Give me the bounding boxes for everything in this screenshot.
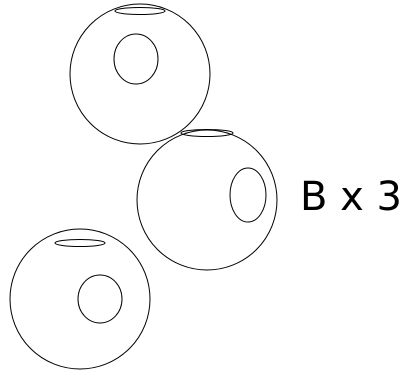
- part-quantity-label: B x 3: [300, 174, 402, 220]
- bead-2-side-hole: [229, 167, 267, 223]
- bead-2: [136, 129, 278, 271]
- bead-1-side-hole: [113, 33, 159, 85]
- bead-3: [9, 228, 151, 370]
- bead-2-top-rim: [180, 129, 234, 137]
- bead-3-side-hole: [77, 274, 123, 324]
- bead-1-top-rim: [114, 7, 166, 15]
- bead-3-top-rim: [54, 239, 106, 247]
- bead-1: [69, 3, 211, 145]
